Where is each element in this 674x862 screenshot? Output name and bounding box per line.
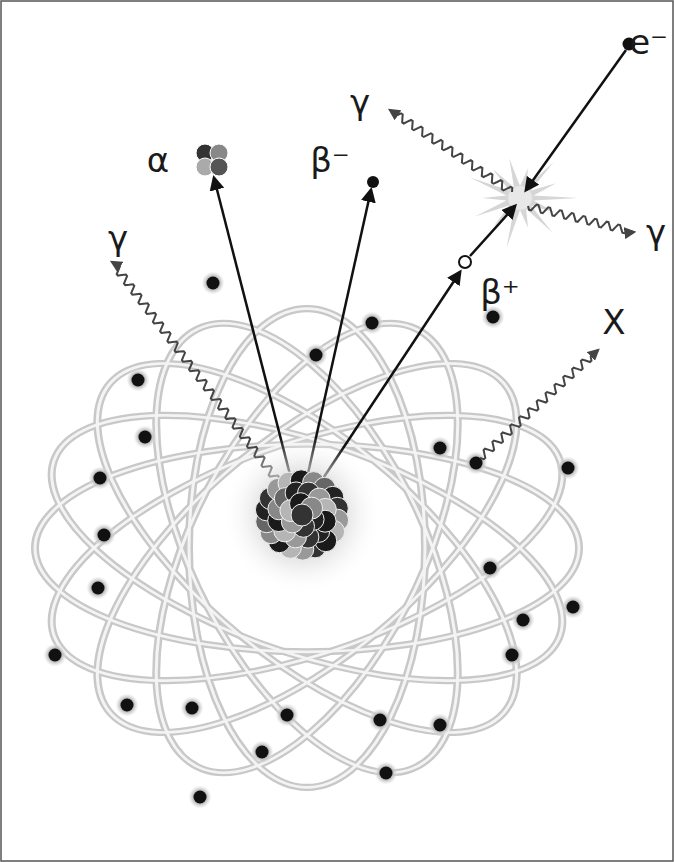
electron-halo xyxy=(429,714,451,736)
electron-halo xyxy=(479,557,501,579)
electron xyxy=(49,649,62,662)
positron-track xyxy=(470,206,515,256)
electron-halo xyxy=(181,697,203,719)
electron xyxy=(434,719,447,732)
electron xyxy=(121,699,134,712)
electron xyxy=(139,431,152,444)
gamma-wave xyxy=(390,110,512,192)
electron xyxy=(567,601,580,614)
beta-particle xyxy=(367,176,379,188)
orbit-group xyxy=(11,287,604,809)
radiation-label: X xyxy=(602,305,625,339)
electron xyxy=(310,349,323,362)
electron-halo xyxy=(512,609,534,631)
electron-halo xyxy=(369,709,391,731)
radiation-label: β⁻ xyxy=(310,143,350,177)
electron xyxy=(366,317,379,330)
orbit-core xyxy=(94,287,520,809)
electron xyxy=(92,582,105,595)
orbit-core xyxy=(11,360,604,735)
radiation-label: e⁻ xyxy=(629,25,668,59)
radiation-label: β⁺ xyxy=(480,275,520,309)
electron xyxy=(374,714,387,727)
orbit-core xyxy=(31,305,583,790)
alpha-nucleon xyxy=(210,158,228,176)
orbit-core xyxy=(94,287,520,809)
radiation-label: α xyxy=(147,143,169,177)
electron xyxy=(207,277,220,290)
electron-halo xyxy=(429,437,451,459)
orbit-outline xyxy=(31,305,583,790)
electron-halo xyxy=(251,741,273,763)
annihilation-burst xyxy=(470,158,579,248)
orbit-core xyxy=(35,444,579,652)
electron xyxy=(132,374,145,387)
electron-halo xyxy=(276,704,298,726)
nucleus xyxy=(222,435,382,595)
electron xyxy=(517,614,530,627)
positron xyxy=(459,256,471,268)
orbit-outline xyxy=(11,360,604,735)
nucleon xyxy=(291,504,313,526)
electron-halo xyxy=(44,644,66,666)
electron-halo xyxy=(305,344,327,366)
electron xyxy=(506,649,519,662)
electron-halo xyxy=(557,457,579,479)
electron-halo xyxy=(116,694,138,716)
orbit-rosette xyxy=(11,287,604,809)
gamma-wave xyxy=(528,205,634,234)
electron xyxy=(484,562,497,575)
electron xyxy=(186,702,199,715)
electron-track xyxy=(526,50,626,190)
orbit-core xyxy=(11,360,604,735)
radiation-label: γ xyxy=(646,215,666,249)
orbit-core xyxy=(31,305,583,790)
electron-halo xyxy=(127,369,149,391)
electron-halo xyxy=(202,272,224,294)
electron-dots xyxy=(44,272,584,808)
electron-halo xyxy=(562,596,584,618)
orbit-outline xyxy=(35,444,579,652)
electron xyxy=(94,472,107,485)
electron-halo xyxy=(189,786,211,808)
electron xyxy=(281,709,294,722)
electron xyxy=(194,791,207,804)
electron-halo xyxy=(482,306,504,328)
electron-halo xyxy=(87,577,109,599)
electron xyxy=(487,311,500,324)
radiation-label: γ xyxy=(350,85,370,119)
electron-halo xyxy=(501,644,523,666)
electron-halo xyxy=(134,426,156,448)
orbit-outline xyxy=(31,305,583,790)
orbit-core xyxy=(189,309,425,788)
radiation-paths xyxy=(112,38,636,501)
electron xyxy=(380,767,393,780)
gamma-wave xyxy=(480,350,598,459)
electron xyxy=(98,529,111,542)
electron-halo xyxy=(375,762,397,784)
electron-halo xyxy=(361,312,383,334)
orbit-outline xyxy=(189,309,425,788)
electron xyxy=(256,746,269,759)
electron-halo xyxy=(93,524,115,546)
electron-halo xyxy=(89,467,111,489)
electron xyxy=(562,462,575,475)
radiation-label: γ xyxy=(108,221,128,255)
nucleus-glow xyxy=(222,435,382,595)
electron xyxy=(434,442,447,455)
